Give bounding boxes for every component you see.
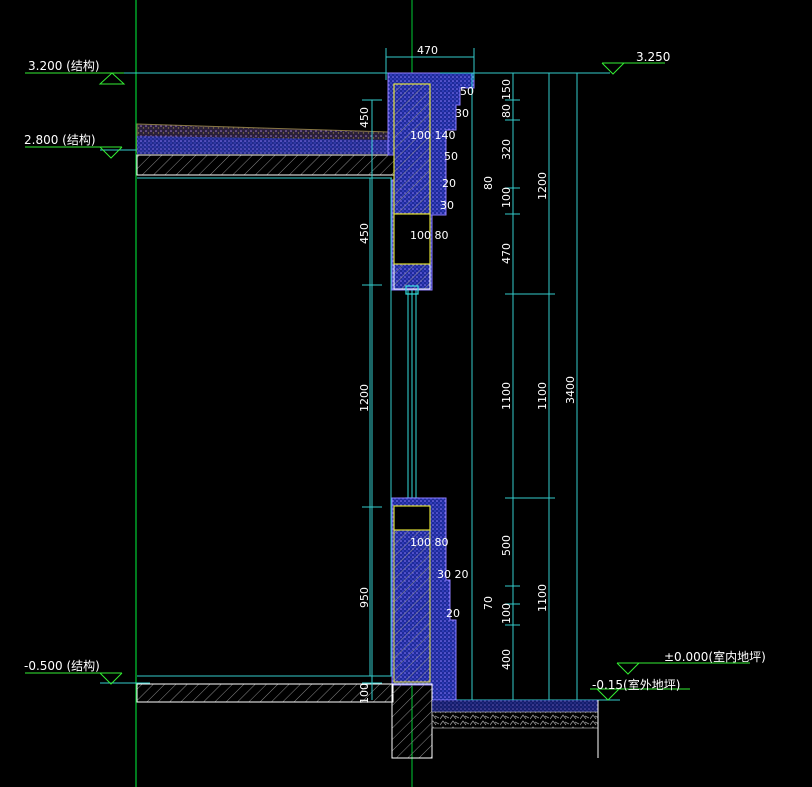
dim-470: 470	[500, 243, 513, 264]
level-marker-m500	[25, 672, 123, 685]
dim-in-50: 50	[444, 150, 458, 163]
dim-100-mid: 100	[500, 187, 513, 208]
dim-1100-low: 1100	[536, 584, 549, 612]
dim-cap-50: 50	[460, 85, 474, 98]
dim-80-mid: 80	[482, 176, 495, 190]
window-frame-top	[405, 285, 419, 295]
level-text-m500: -0.500 (结构)	[24, 658, 100, 673]
dim-1100-a: 1100	[500, 382, 513, 410]
level-text-3250: 3.250	[636, 50, 670, 64]
level-marker-m015	[590, 688, 690, 701]
level-marker-3250	[601, 62, 665, 75]
level-text-2800: 2.800 (结构)	[24, 132, 96, 147]
level-marker-000	[616, 662, 750, 675]
dim-left-100: 100	[358, 683, 371, 704]
dimension-chain-right	[440, 72, 585, 700]
dim-1100-b: 1100	[536, 382, 549, 410]
dim-100-low: 100	[500, 603, 513, 624]
outdoor-ground-layer	[432, 700, 598, 712]
foundation-beam	[391, 683, 433, 759]
dim-500: 500	[500, 535, 513, 556]
dim-in-100-80-low: 100 80	[410, 536, 449, 549]
dim-1200-right: 1200	[536, 172, 549, 200]
level-text-m015: -0.15(室外地坪)	[592, 677, 680, 692]
level-marker-3200	[25, 72, 126, 85]
dim-left-1200: 1200	[358, 384, 371, 412]
dim-150: 150	[500, 79, 513, 100]
inner-lining-window-head	[393, 213, 431, 265]
dim-in-20: 20	[442, 177, 456, 190]
dim-400: 400	[500, 649, 513, 670]
dim-left-950: 950	[358, 587, 371, 608]
dim-80a: 80	[500, 104, 513, 118]
dimension-top-width	[385, 48, 475, 80]
dim-cap-30: 30	[455, 107, 469, 120]
roof-slab	[136, 154, 395, 176]
outdoor-gravel	[431, 711, 599, 729]
level-marker-2800	[25, 146, 123, 159]
roof-insulation-layer	[137, 136, 388, 154]
level-text-000: ±0.000(室内地坪)	[664, 649, 766, 664]
dim-70: 70	[482, 596, 495, 610]
dim-in-100-80-top: 100 80	[410, 229, 449, 242]
dim-in-30-20: 30 20	[437, 568, 469, 581]
inner-lining-low	[393, 529, 431, 683]
dim-in-100-140: 100 140	[410, 129, 456, 142]
dim-top-width: 470	[417, 44, 438, 57]
dimension-chain-left	[362, 99, 382, 700]
floor-slab	[136, 683, 394, 703]
dim-3400: 3400	[564, 376, 577, 404]
lower-wall-core	[393, 505, 431, 683]
dim-320: 320	[500, 139, 513, 160]
dim-left-450: 450	[358, 223, 371, 244]
inner-lining-sill	[393, 505, 431, 531]
level-text-3200: 3.200 (结构)	[28, 58, 100, 73]
dim-in-20-low: 20	[446, 607, 460, 620]
dim-in-30: 30	[440, 199, 454, 212]
dim-left-450-top: 450	[358, 107, 371, 128]
